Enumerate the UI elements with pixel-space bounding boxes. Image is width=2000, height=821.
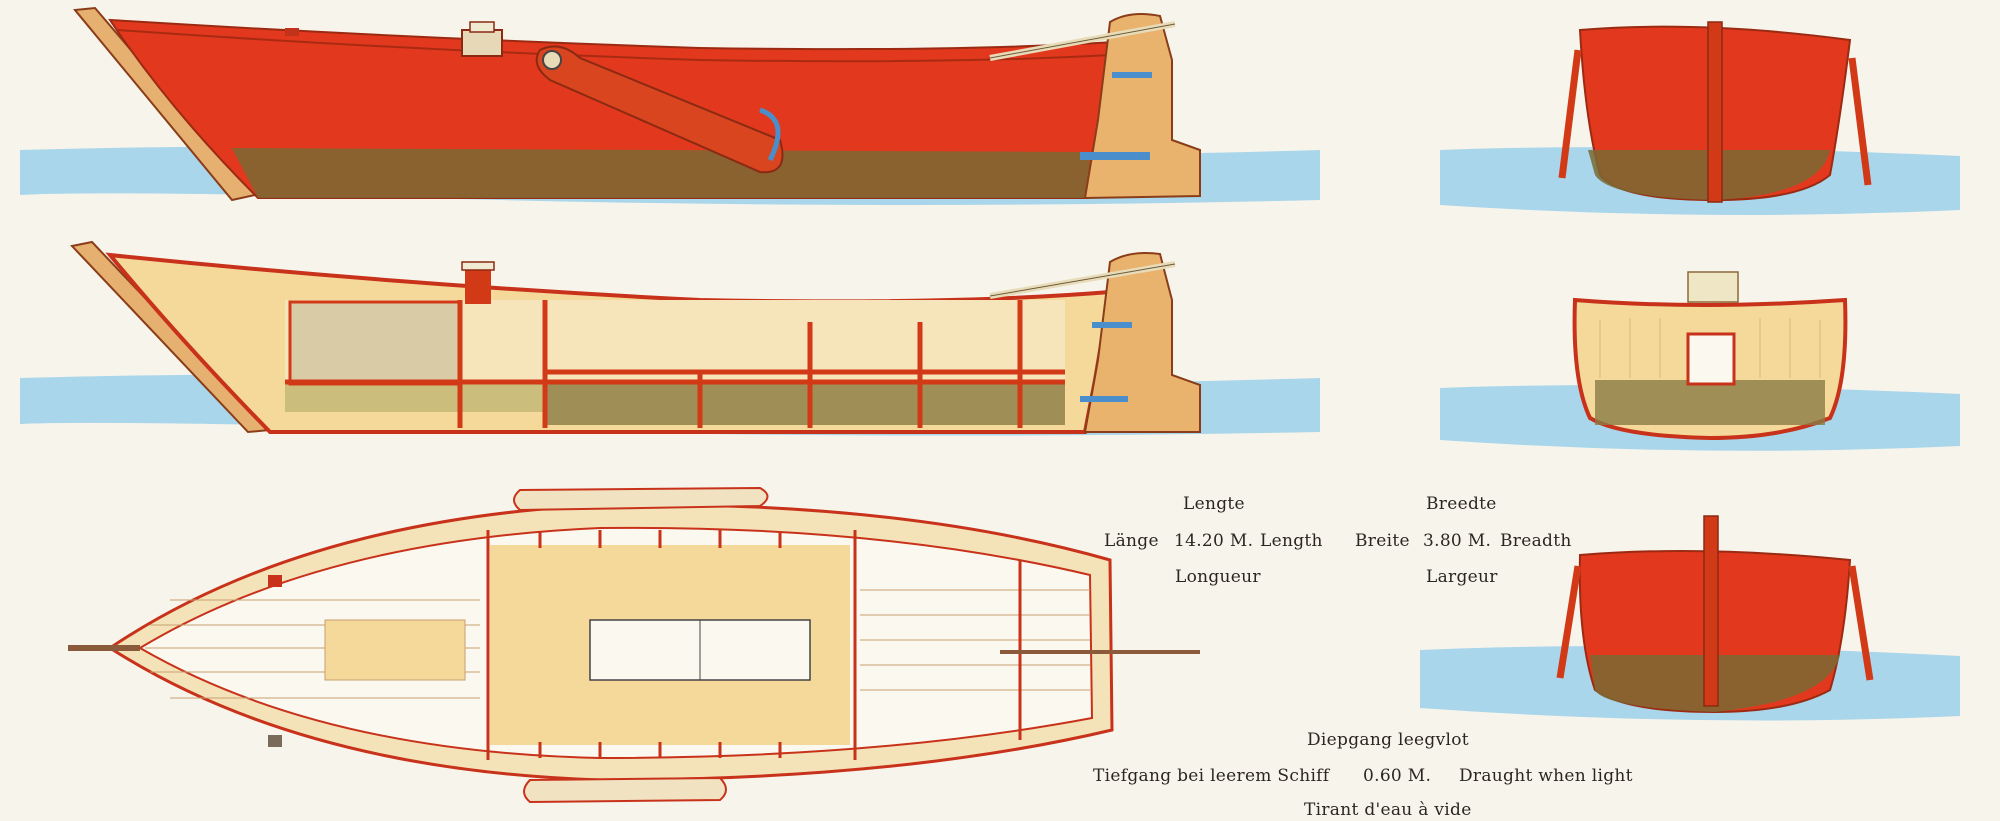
draught-label-french: Tirant d'eau à vide <box>1304 800 1472 820</box>
longitudinal-section <box>70 240 1201 434</box>
bow-end-view <box>1556 515 1874 714</box>
length-label-dutch: Lengte <box>1183 494 1245 514</box>
length-label-french: Longueur <box>1175 567 1261 587</box>
draught-label-german: Tiefgang bei leerem Schiff <box>1093 766 1330 786</box>
side-elevation-hull <box>73 6 1201 202</box>
draught-label-english: Draught when light <box>1459 766 1633 786</box>
breadth-label-english: Breadth <box>1500 531 1572 551</box>
breadth-value: 3.80 M. <box>1423 531 1492 551</box>
length-value: 14.20 M. <box>1174 531 1254 551</box>
draught-label-dutch: Diepgang leegvlot <box>1307 730 1469 750</box>
breadth-label-german: Breite <box>1355 531 1410 551</box>
draught-value: 0.60 M. <box>1363 766 1432 786</box>
stern-end-view <box>1558 21 1872 203</box>
breadth-label-french: Largeur <box>1426 567 1498 587</box>
length-label-german: Länge <box>1104 531 1159 551</box>
length-label-english: Length <box>1260 531 1323 551</box>
breadth-label-dutch: Breedte <box>1426 494 1497 514</box>
midship-cross-section <box>1572 271 1848 441</box>
deck-plan <box>68 486 1200 804</box>
